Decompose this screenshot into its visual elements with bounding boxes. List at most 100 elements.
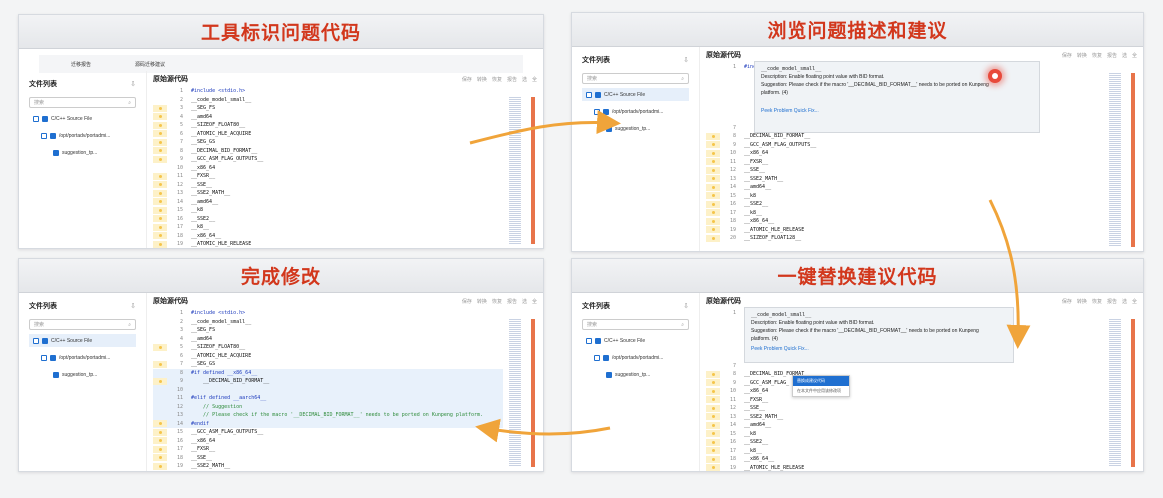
checkbox-icon[interactable] bbox=[606, 371, 612, 378]
select-button[interactable]: 选 bbox=[1121, 298, 1127, 305]
fullscreen-button[interactable]: 全 bbox=[1131, 298, 1137, 305]
tree-node-source[interactable]: C/C++ Source File bbox=[29, 112, 136, 125]
code-area[interactable]: 1#include <stdio.h>2__code_model_small__… bbox=[153, 309, 503, 471]
gutter-warning-icon[interactable] bbox=[153, 454, 167, 462]
gutter-warning-icon[interactable] bbox=[706, 226, 720, 234]
convert-button[interactable]: 转换 bbox=[476, 76, 487, 83]
checkbox-icon[interactable] bbox=[595, 337, 601, 344]
checkbox-icon[interactable] bbox=[603, 354, 609, 361]
gutter-warning-icon[interactable] bbox=[153, 420, 167, 428]
gutter-warning-icon[interactable] bbox=[153, 445, 167, 453]
search-input[interactable]: 搜索⌕ bbox=[582, 73, 689, 84]
gutter-warning-icon[interactable] bbox=[706, 141, 720, 149]
gutter-warning-icon[interactable] bbox=[706, 455, 720, 463]
tree-node-source[interactable]: C/C++ Source File bbox=[582, 334, 689, 347]
select-button[interactable]: 选 bbox=[521, 76, 527, 83]
issue-scrollbar[interactable] bbox=[1131, 319, 1135, 467]
fullscreen-button[interactable]: 全 bbox=[531, 76, 537, 83]
report-button[interactable]: 报告 bbox=[506, 76, 517, 83]
gutter-warning-icon[interactable] bbox=[706, 132, 720, 140]
search-icon[interactable]: ⌕ bbox=[128, 99, 131, 106]
tree-node-folder[interactable]: /opt/portadv/portadmi... bbox=[29, 129, 136, 142]
checkbox-icon[interactable] bbox=[586, 337, 592, 344]
checkbox-icon[interactable] bbox=[33, 115, 39, 122]
restore-button[interactable]: 恢复 bbox=[491, 76, 502, 83]
gutter-warning-icon[interactable] bbox=[153, 428, 167, 436]
minimap[interactable] bbox=[1109, 73, 1121, 247]
gutter-warning-icon[interactable] bbox=[706, 217, 720, 225]
tree-node-file[interactable]: suggestion_tp... bbox=[582, 368, 689, 381]
gutter-warning-icon[interactable] bbox=[153, 343, 167, 351]
checkbox-icon[interactable] bbox=[50, 354, 56, 361]
restore-button[interactable]: 恢复 bbox=[1091, 52, 1102, 59]
gutter-warning-icon[interactable] bbox=[153, 104, 167, 112]
gutter-warning-icon[interactable] bbox=[706, 209, 720, 217]
checkbox-icon[interactable] bbox=[586, 91, 592, 98]
gutter-warning-icon[interactable] bbox=[706, 370, 720, 378]
tab-source-suggestion[interactable]: 源码迁移建议 bbox=[135, 61, 166, 68]
save-button[interactable]: 保存 bbox=[1061, 52, 1072, 59]
gutter-warning-icon[interactable] bbox=[706, 387, 720, 395]
tree-node-folder[interactable]: /opt/portadv/portadmi... bbox=[29, 351, 136, 364]
save-button[interactable]: 保存 bbox=[1061, 298, 1072, 305]
convert-button[interactable]: 转换 bbox=[476, 298, 487, 305]
tab-migration-report[interactable]: 迁移报告 bbox=[71, 61, 92, 68]
select-button[interactable]: 选 bbox=[521, 298, 527, 305]
gutter-warning-icon[interactable] bbox=[153, 113, 167, 121]
restore-button[interactable]: 恢复 bbox=[491, 298, 502, 305]
menu-item-apply-file[interactable]: 在本文件中应用该修改项 bbox=[797, 388, 841, 393]
gutter-warning-icon[interactable] bbox=[706, 234, 720, 242]
gutter-warning-icon[interactable] bbox=[153, 215, 167, 223]
gutter-warning-icon[interactable] bbox=[706, 413, 720, 421]
gutter-warning-icon[interactable] bbox=[153, 437, 167, 445]
code-area[interactable]: 1#include <stdio.h>78__DECIMAL_BID_FORMA… bbox=[706, 309, 1103, 471]
checkbox-icon[interactable] bbox=[595, 91, 601, 98]
gutter-warning-icon[interactable] bbox=[706, 166, 720, 174]
checkbox-icon[interactable] bbox=[53, 371, 59, 378]
search-icon[interactable]: ⌕ bbox=[681, 321, 684, 328]
gutter-warning-icon[interactable] bbox=[153, 121, 167, 129]
search-input[interactable]: 搜索⌕ bbox=[29, 319, 136, 330]
issue-scrollbar[interactable] bbox=[1131, 73, 1135, 247]
gutter-warning-icon[interactable] bbox=[153, 462, 167, 470]
code-area[interactable]: 1#include <stdio.h>2__code_model_small__… bbox=[153, 87, 503, 248]
minimap[interactable] bbox=[509, 319, 521, 467]
fullscreen-button[interactable]: 全 bbox=[1131, 52, 1137, 59]
tree-node-file[interactable]: suggestion_tp... bbox=[29, 368, 136, 381]
gutter-warning-icon[interactable] bbox=[153, 240, 167, 248]
gutter-warning-icon[interactable] bbox=[706, 430, 720, 438]
gutter-warning-icon[interactable] bbox=[706, 438, 720, 446]
checkbox-icon[interactable] bbox=[594, 354, 600, 361]
collapse-icon[interactable]: ⇩ bbox=[683, 303, 689, 310]
issue-scrollbar[interactable] bbox=[531, 97, 535, 244]
fullscreen-button[interactable]: 全 bbox=[531, 298, 537, 305]
gutter-warning-icon[interactable] bbox=[153, 360, 167, 368]
gutter-warning-icon[interactable] bbox=[153, 189, 167, 197]
gutter-warning-icon[interactable] bbox=[706, 464, 720, 471]
checkbox-icon[interactable] bbox=[50, 132, 56, 139]
search-input[interactable]: 搜索⌕ bbox=[582, 319, 689, 330]
collapse-icon[interactable]: ⇩ bbox=[130, 81, 136, 88]
gutter-warning-icon[interactable] bbox=[153, 181, 167, 189]
menu-item-replace[interactable]: 替换成建议代码 bbox=[793, 376, 849, 386]
convert-button[interactable]: 转换 bbox=[1076, 298, 1087, 305]
checkbox-icon[interactable] bbox=[33, 337, 39, 344]
gutter-warning-icon[interactable] bbox=[706, 404, 720, 412]
gutter-warning-icon[interactable] bbox=[153, 155, 167, 163]
gutter-warning-icon[interactable] bbox=[706, 192, 720, 200]
popup-actions[interactable]: Peek Problem Quick Fix... bbox=[761, 108, 819, 114]
gutter-warning-icon[interactable] bbox=[706, 396, 720, 404]
gutter-warning-icon[interactable] bbox=[153, 172, 167, 180]
checkbox-icon[interactable] bbox=[41, 354, 47, 361]
gutter-warning-icon[interactable] bbox=[153, 198, 167, 206]
gutter-warning-icon[interactable] bbox=[153, 223, 167, 231]
save-button[interactable]: 保存 bbox=[461, 76, 472, 83]
gutter-warning-icon[interactable] bbox=[706, 379, 720, 387]
search-input[interactable]: 搜索⌕ bbox=[29, 97, 136, 108]
search-icon[interactable]: ⌕ bbox=[681, 75, 684, 82]
gutter-warning-icon[interactable] bbox=[153, 377, 167, 385]
gutter-warning-icon[interactable] bbox=[153, 130, 167, 138]
gutter-warning-icon[interactable] bbox=[153, 232, 167, 240]
gutter-warning-icon[interactable] bbox=[153, 138, 167, 146]
gutter-warning-icon[interactable] bbox=[706, 447, 720, 455]
